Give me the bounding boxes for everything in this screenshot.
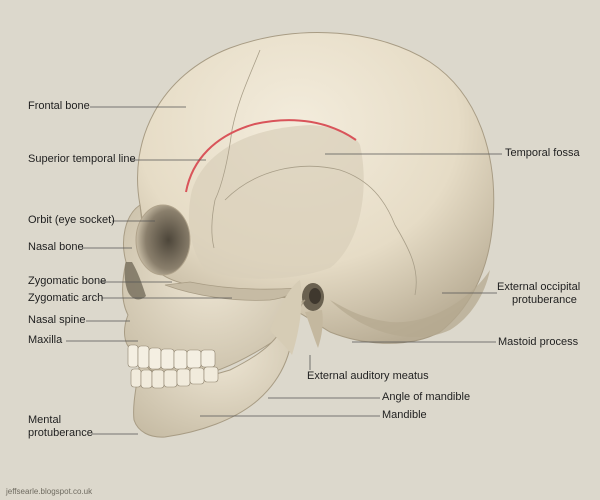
label-mental-protuberance-line1: Mental bbox=[28, 414, 62, 426]
label-nasal-bone: Nasal bone bbox=[28, 241, 84, 253]
squamous-suture bbox=[224, 165, 396, 226]
label-mental-protuberance-line2: protuberance bbox=[28, 427, 93, 439]
superior-temporal-line bbox=[185, 119, 357, 193]
orbit bbox=[135, 204, 191, 276]
label-external-auditory-meatus: External auditory meatus bbox=[307, 370, 429, 382]
credit-text: jeffsearle.blogspot.co.uk bbox=[6, 487, 93, 496]
sphenoid-suture bbox=[211, 199, 216, 249]
upper-teeth bbox=[127, 344, 216, 370]
label-temporal-fossa: Temporal fossa bbox=[505, 147, 580, 159]
label-external-occipital-line2: protuberance bbox=[512, 294, 577, 306]
label-maxilla: Maxilla bbox=[28, 334, 63, 346]
mastoid bbox=[305, 310, 323, 348]
lambdoid-suture bbox=[394, 224, 417, 296]
occipital-shade bbox=[330, 270, 490, 338]
temporal-fossa-shade bbox=[188, 125, 364, 279]
label-angle-of-mandible: Angle of mandible bbox=[382, 391, 471, 403]
label-zygomatic-arch: Zygomatic arch bbox=[28, 292, 104, 304]
label-zygomatic-bone: Zygomatic bone bbox=[28, 275, 107, 287]
coronal-suture bbox=[214, 49, 261, 201]
label-external-occipital-line1: External occipital bbox=[497, 281, 581, 293]
label-mastoid-process: Mastoid process bbox=[498, 336, 579, 348]
mandible-ramus bbox=[270, 280, 302, 355]
label-nasal-spine: Nasal spine bbox=[28, 314, 86, 326]
label-superior-temporal-line: Superior temporal line bbox=[28, 153, 136, 165]
label-orbit: Orbit (eye socket) bbox=[28, 214, 115, 226]
leader-lines bbox=[66, 106, 502, 435]
nasal-aperture bbox=[124, 262, 146, 300]
lower-teeth bbox=[130, 366, 219, 389]
label-frontal-bone: Frontal bone bbox=[28, 100, 90, 112]
label-mandible: Mandible bbox=[382, 409, 427, 421]
